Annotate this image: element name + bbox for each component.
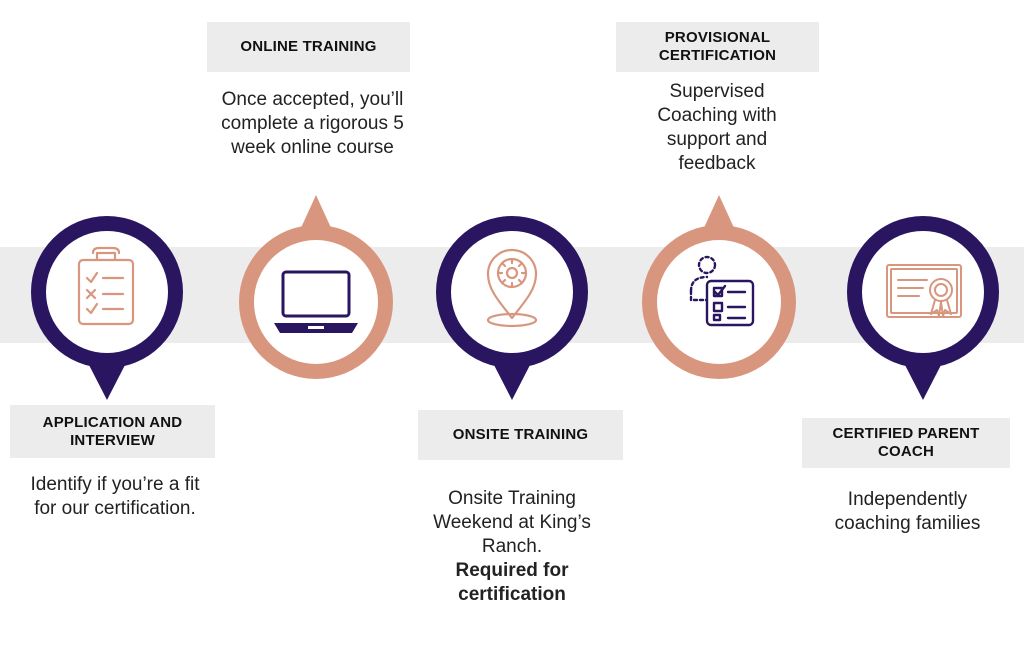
step-4-pin (642, 195, 796, 379)
step-1-title: APPLICATION AND INTERVIEW (10, 405, 215, 458)
laptop-icon (274, 270, 358, 333)
step-4-title: PROVISIONAL CERTIFICATION (616, 22, 819, 72)
step-3-title: ONSITE TRAINING (418, 410, 623, 460)
step-1-description: Identify if you’re a fit for our certifi… (30, 474, 200, 519)
certificate-icon (886, 264, 962, 318)
step-3-description-text: Onsite Training Weekend at King’s Ranch. (433, 488, 591, 557)
step-3-pin (436, 216, 588, 400)
step-3-description-bold: Required for certification (455, 560, 569, 605)
step-2-description: Once accepted, you’ll complete a rigorou… (221, 89, 404, 158)
step-5-description: Independently coaching families (834, 489, 981, 534)
step-1-pin (31, 216, 183, 400)
clipboard-checklist-icon (77, 246, 135, 326)
step-5-pin (847, 216, 999, 400)
step-5-title: CERTIFIED PARENT COACH (802, 418, 1010, 468)
step-2-pin (239, 195, 393, 379)
step-3-description: Onsite Training Weekend at King’s Ranch.… (432, 487, 592, 607)
step-2-title: ONLINE TRAINING (207, 22, 410, 72)
location-pin-gear-icon (486, 248, 538, 328)
step-4-description: Supervised Coaching with support and fee… (657, 81, 777, 174)
supervised-checklist-icon (689, 255, 755, 327)
